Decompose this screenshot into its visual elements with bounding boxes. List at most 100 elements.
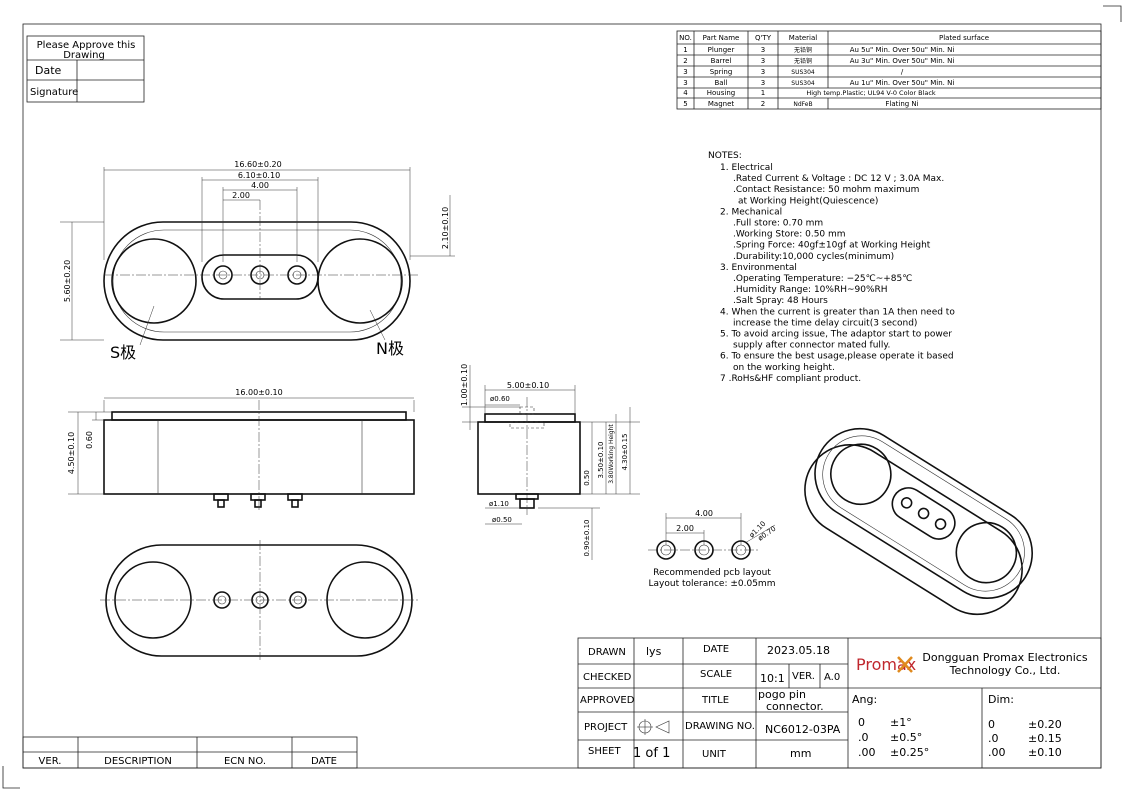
bom-cell-plated: Au 5u" Min. Over 50u" Min. Ni — [850, 46, 955, 54]
ang-row-digit: .0 — [858, 731, 869, 744]
bom-cell-qty: 3 — [761, 79, 765, 87]
bom-cell-material: 无铅铜 — [794, 46, 812, 54]
bom-cell-part: Plunger — [708, 46, 735, 54]
bom-cell-qty: 2 — [761, 100, 765, 108]
ang-row-tol: ±0.5° — [890, 731, 922, 744]
ang-row-digit: 0 — [858, 716, 865, 729]
company-line-2: Technology Co., Ltd. — [949, 664, 1061, 677]
note-line: 7 .RoHs&HF compliant product. — [720, 374, 861, 384]
note-line: .Working Store: 0.50 mm — [733, 230, 846, 240]
corner-mark-tr — [1103, 5, 1122, 22]
bom-cell-no: 5 — [683, 100, 687, 108]
dim-row-digit: .00 — [988, 746, 1006, 759]
note-line: .Durability:10,000 cycles(minimum) — [733, 252, 894, 262]
bom-header-qty: Q'TY — [755, 34, 772, 42]
tb-sheet-label: SHEET — [588, 746, 622, 757]
tb-drawing-no-value: NC6012-03PA — [765, 723, 841, 736]
front-pin-1 — [213, 493, 229, 501]
bom-cell-part: Barrel — [711, 57, 732, 65]
note-line: supply after connector mated fully. — [733, 341, 890, 351]
isometric-view — [804, 427, 1033, 616]
dim-top-pins: 6.10±0.10 — [238, 171, 280, 180]
tb-scale-value: 10:1 — [760, 672, 785, 685]
note-line: 5. To avoid arcing issue, The adaptor st… — [720, 330, 952, 340]
bom-cell-no: 3 — [683, 79, 687, 87]
dim-pin-height: 2.10±0.10 — [441, 207, 450, 249]
approval-title-2: Drawing — [63, 50, 105, 61]
note-line: .Contact Resistance: 50 mohm maximum — [733, 185, 919, 195]
bom-cell-qty: 3 — [761, 46, 765, 54]
bom-cell-material: SUS304 — [791, 80, 815, 87]
tb-ang-label: Ang: — [852, 693, 877, 706]
ang-row-tol: ±0.25° — [890, 746, 929, 759]
tb-unit-value: mm — [790, 747, 811, 760]
company-logo: Promax — [856, 655, 916, 674]
dim-tolerance-rows: 0±0.20.0±0.15.00±0.10 — [988, 718, 1062, 759]
note-line: 1. Electrical — [720, 163, 773, 173]
dim-side-d1: ø1.10 — [489, 500, 509, 508]
bom-header-no: NO. — [679, 34, 692, 42]
logo-mark-icon — [897, 656, 913, 673]
dim-side-bottom: 0.90±0.10 — [583, 519, 591, 556]
bom-cell-no: 2 — [683, 57, 687, 65]
tb-unit-label: UNIT — [702, 749, 727, 760]
dim-pcb-pitch1: 2.00 — [676, 524, 694, 533]
dim-side-h3: 3.80Working Height — [608, 424, 615, 484]
dim-side-width: 5.00±0.10 — [507, 381, 549, 390]
bom-cell-plated: Au 1u" Min. Over 50u" Min. Ni — [850, 79, 955, 87]
dim-top-pitch1: 2.00 — [232, 191, 250, 200]
side-view: 5.00±0.10 ø0.60 1.00±0.10 0.50 3.50±0.10… — [460, 364, 640, 560]
note-line: .Spring Force: 40gf±10gf at Working Heig… — [733, 241, 931, 251]
note-line: on the working height. — [733, 363, 835, 373]
pcb-layout: 4.00 2.00 ø1.10 ø0.70 Recommended pcb la… — [648, 509, 777, 589]
bom-cell-material: NdFeB — [793, 101, 812, 108]
note-line: .Operating Temperature: −25℃~+85℃ — [733, 274, 912, 284]
tb-ver-value: A.0 — [824, 672, 840, 683]
tb-drawn-value: lys — [646, 645, 662, 658]
note-line: .Humidity Range: 10%RH~90%RH — [733, 285, 888, 295]
tb-title-value-1: pogo pin — [758, 688, 806, 701]
bom-cell-material: High temp.Plastic; UL94 V-0 Color Black — [806, 89, 936, 97]
bom-cell-no: 1 — [683, 46, 687, 54]
projection-symbol-icon — [637, 719, 670, 735]
ang-row-tol: ±1° — [890, 716, 912, 729]
pcb-pad-1 — [656, 540, 676, 560]
bom-cell-qty: 3 — [761, 57, 765, 65]
pcb-note-2: Layout tolerance: ±0.05mm — [649, 579, 776, 589]
tb-date-label: DATE — [703, 644, 729, 655]
approval-box: Please Approve this Drawing Date Signatu… — [26, 35, 145, 103]
note-line: at Working Height(Quiescence) — [738, 196, 878, 206]
bom-header-part: Part Name — [703, 34, 740, 42]
note-line: increase the time delay circuit(3 second… — [733, 318, 917, 328]
tb-drawing-no-label: DRAWING NO. — [685, 721, 755, 732]
note-line: 3. Environmental — [720, 263, 797, 273]
bom-cell-part: Spring — [710, 68, 733, 76]
bom-table: NO. Part Name Q'TY Material Plated surfa… — [676, 30, 1102, 110]
notes-title: NOTES: — [708, 151, 742, 161]
pcb-pad-3 — [731, 540, 751, 560]
bom-header-material: Material — [789, 34, 817, 42]
dim-row-tol: ±0.10 — [1028, 746, 1062, 759]
approval-date-label: Date — [35, 64, 62, 77]
front-view: 16.00±0.10 4.50±0.10 0.60 — [67, 388, 415, 510]
bom-header-plated: Plated surface — [939, 34, 989, 42]
rev-header-ecn: ECN NO. — [224, 756, 266, 767]
dim-pcb-pitch2: 4.00 — [695, 509, 713, 518]
tb-ver-label: VER. — [792, 671, 815, 682]
dim-top-pitch2: 4.00 — [251, 181, 269, 190]
approval-signature-label: Signature — [30, 87, 78, 98]
note-line: 6. To ensure the best usage,please opera… — [720, 352, 954, 362]
dim-side-h2: 3.50±0.10 — [597, 441, 605, 478]
bottom-view — [100, 540, 420, 660]
dim-front-step: 0.60 — [85, 431, 94, 449]
sheet-border — [22, 23, 1102, 769]
tb-drawn-label: DRAWN — [588, 647, 626, 658]
approval-title-1: Please Approve this — [37, 40, 136, 51]
tb-scale-label: SCALE — [700, 669, 732, 680]
bom-cell-material: SUS304 — [791, 69, 815, 76]
note-line: .Salt Spray: 48 Hours — [733, 296, 828, 306]
bom-cell-no: 4 — [683, 89, 688, 97]
tb-sheet-value: 1 of 1 — [633, 746, 670, 761]
bom-cell-part: Magnet — [708, 100, 735, 108]
